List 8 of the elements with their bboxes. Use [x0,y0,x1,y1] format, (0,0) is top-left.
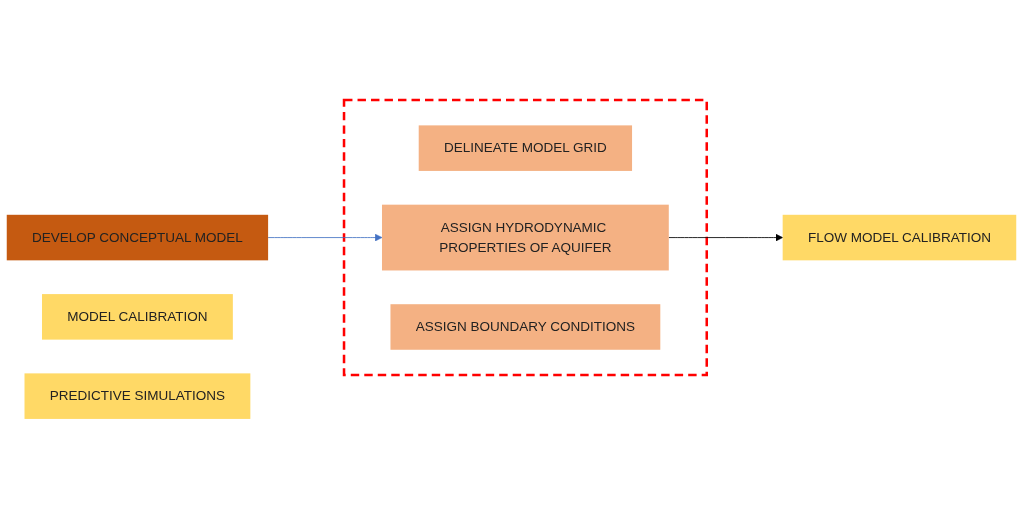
node-box: PREDICTIVE SIMULATIONS [24,373,251,419]
cluster [342,98,708,377]
node-box: MODEL CALIBRATION [42,294,233,340]
node-box: ASSIGN BOUNDARY CONDITIONS [390,304,661,350]
node-box: DEVELOP CONCEPTUAL MODEL [6,214,269,261]
node-box: ASSIGN HYDRODYNAMIC PROPERTIES OF AQUIFER [382,204,669,271]
node-box: FLOW MODEL CALIBRATION [782,214,1017,261]
node-box: DELINEATE MODEL GRID [418,125,633,171]
